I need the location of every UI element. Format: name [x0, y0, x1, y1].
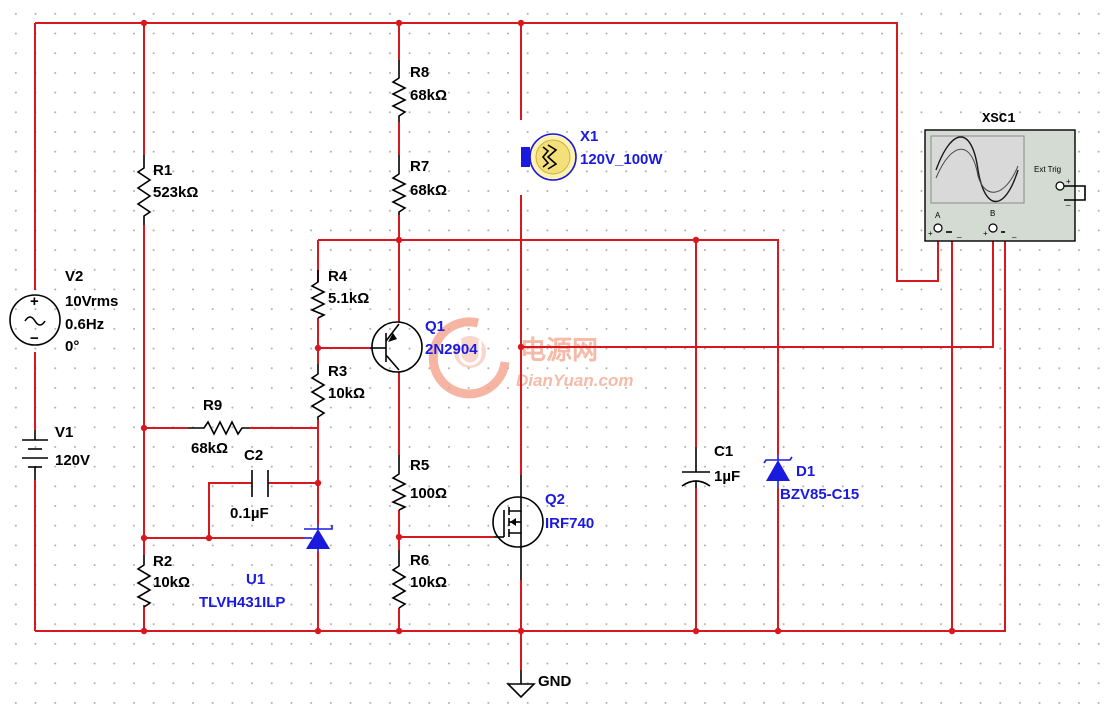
wire-240-bus: [318, 239, 779, 455]
scope-ch-a-label: A: [935, 211, 941, 220]
r6-value: 10kΩ: [410, 574, 447, 591]
q2-ref: Q2: [545, 491, 565, 508]
capacitor-c1[interactable]: C1 1µF: [681, 443, 740, 488]
r8-value: 68kΩ: [410, 87, 447, 104]
wire-c2-left: [208, 482, 252, 538]
r7-ref: R7: [410, 158, 429, 175]
q2-part: IRF740: [545, 515, 594, 532]
r3-value: 10kΩ: [328, 385, 365, 402]
d1-part: BZV85-C15: [780, 486, 859, 503]
u1-part: TLVH431ILP: [199, 594, 285, 611]
r4-ref: R4: [328, 268, 348, 285]
resistor-r9[interactable]: R9 68kΩ: [188, 397, 250, 457]
resistor-r7[interactable]: R7 68kΩ: [391, 155, 447, 215]
resistor-r8[interactable]: R8 68kΩ: [391, 60, 447, 122]
r1-ref: R1: [153, 162, 172, 179]
r5-ref: R5: [410, 457, 429, 474]
r5-value: 100Ω: [410, 485, 447, 502]
r4-value: 5.1kΩ: [328, 290, 369, 307]
v2-value: 10Vrms: [65, 293, 118, 310]
v2-phase: 0°: [65, 338, 79, 355]
oscilloscope-xsc1[interactable]: XSC1 Ext Trig + _ A B + _ + _: [924, 111, 1086, 242]
r3-ref: R3: [328, 363, 347, 380]
r2-ref: R2: [153, 553, 172, 570]
x1-part: 120V_100W: [580, 151, 663, 168]
watermark-cn: 电源网: [520, 336, 598, 366]
ch-a-minus: _: [956, 229, 962, 238]
v2-plus-sign: +: [30, 293, 39, 310]
c2-ref: C2: [244, 447, 263, 464]
capacitor-c2[interactable]: C2 0.1µF: [230, 447, 269, 522]
resistor-r4[interactable]: R4 5.1kΩ: [310, 268, 369, 319]
lamp-x1[interactable]: X1 120V_100W: [521, 128, 663, 181]
zener-diode-d1[interactable]: D1 BZV85-C15: [763, 455, 859, 503]
v1-ref: V1: [55, 424, 73, 441]
ch-b-minus: _: [1011, 229, 1017, 238]
wires: [34, 22, 1006, 670]
scope-trace-1: [935, 136, 1019, 202]
r2-value: 10kΩ: [153, 574, 190, 591]
u1-ref: U1: [246, 571, 265, 588]
transistor-q1[interactable]: Q1 2N2904: [370, 318, 478, 373]
ch-b-terminal[interactable]: [988, 223, 998, 233]
r7-value: 68kΩ: [410, 182, 447, 199]
r9-value: 68kΩ: [191, 440, 228, 457]
ac-source-v2[interactable]: + − V2 10Vrms 0.6Hz 0°: [9, 268, 118, 355]
x1-ref: X1: [580, 128, 598, 145]
q1-part: 2N2904: [425, 341, 478, 358]
c1-value: 1µF: [714, 468, 740, 485]
mosfet-q2[interactable]: Q2 IRF740: [492, 475, 594, 580]
scope-ch-b-label: B: [990, 209, 995, 218]
ground-symbol: GND: [506, 670, 572, 699]
ch-a-plus: +: [928, 229, 933, 238]
junctions: [140, 19, 956, 635]
scope-ext-trig: Ext Trig: [1034, 165, 1061, 174]
r9-ref: R9: [203, 397, 222, 414]
c2-value: 0.1µF: [230, 505, 269, 522]
ch-a-terminal[interactable]: [933, 223, 943, 233]
wire-top-rail: [35, 22, 939, 282]
ch-b-plus: +: [983, 229, 988, 238]
r1-value: 523kΩ: [153, 184, 198, 201]
wire-scope-b: [521, 232, 994, 348]
c1-ref: C1: [714, 443, 733, 460]
ext-trig-plus: +: [1066, 177, 1071, 186]
scope-trace-2: [935, 148, 1019, 193]
q1-ref: Q1: [425, 318, 445, 335]
ext-trig-minus: _: [1065, 197, 1071, 206]
dc-source-v1[interactable]: V1 120V: [22, 424, 90, 480]
ext-trig-terminal[interactable]: [1055, 181, 1065, 191]
wire-bottom-rail: [35, 232, 1006, 632]
regulator-u1[interactable]: U1 TLVH431ILP: [199, 525, 333, 611]
resistor-r3[interactable]: R3 10kΩ: [310, 363, 365, 420]
r8-ref: R8: [410, 64, 429, 81]
v1-value: 120V: [55, 452, 90, 469]
xsc1-ref: XSC1: [982, 111, 1016, 127]
r6-ref: R6: [410, 552, 429, 569]
watermark-logo: [428, 317, 510, 399]
gnd-label: GND: [538, 673, 572, 690]
watermark-site: DianYuan.com: [516, 371, 633, 390]
d1-ref: D1: [796, 463, 815, 480]
v2-freq: 0.6Hz: [65, 316, 104, 333]
resistor-r2[interactable]: R2 10kΩ: [136, 553, 190, 608]
resistor-r5[interactable]: R5 100Ω: [391, 455, 447, 511]
resistor-r1[interactable]: R1 523kΩ: [136, 155, 198, 225]
resistor-r6[interactable]: R6 10kΩ: [391, 550, 447, 609]
v2-minus-sign: −: [30, 330, 39, 347]
v2-ref: V2: [65, 268, 83, 285]
